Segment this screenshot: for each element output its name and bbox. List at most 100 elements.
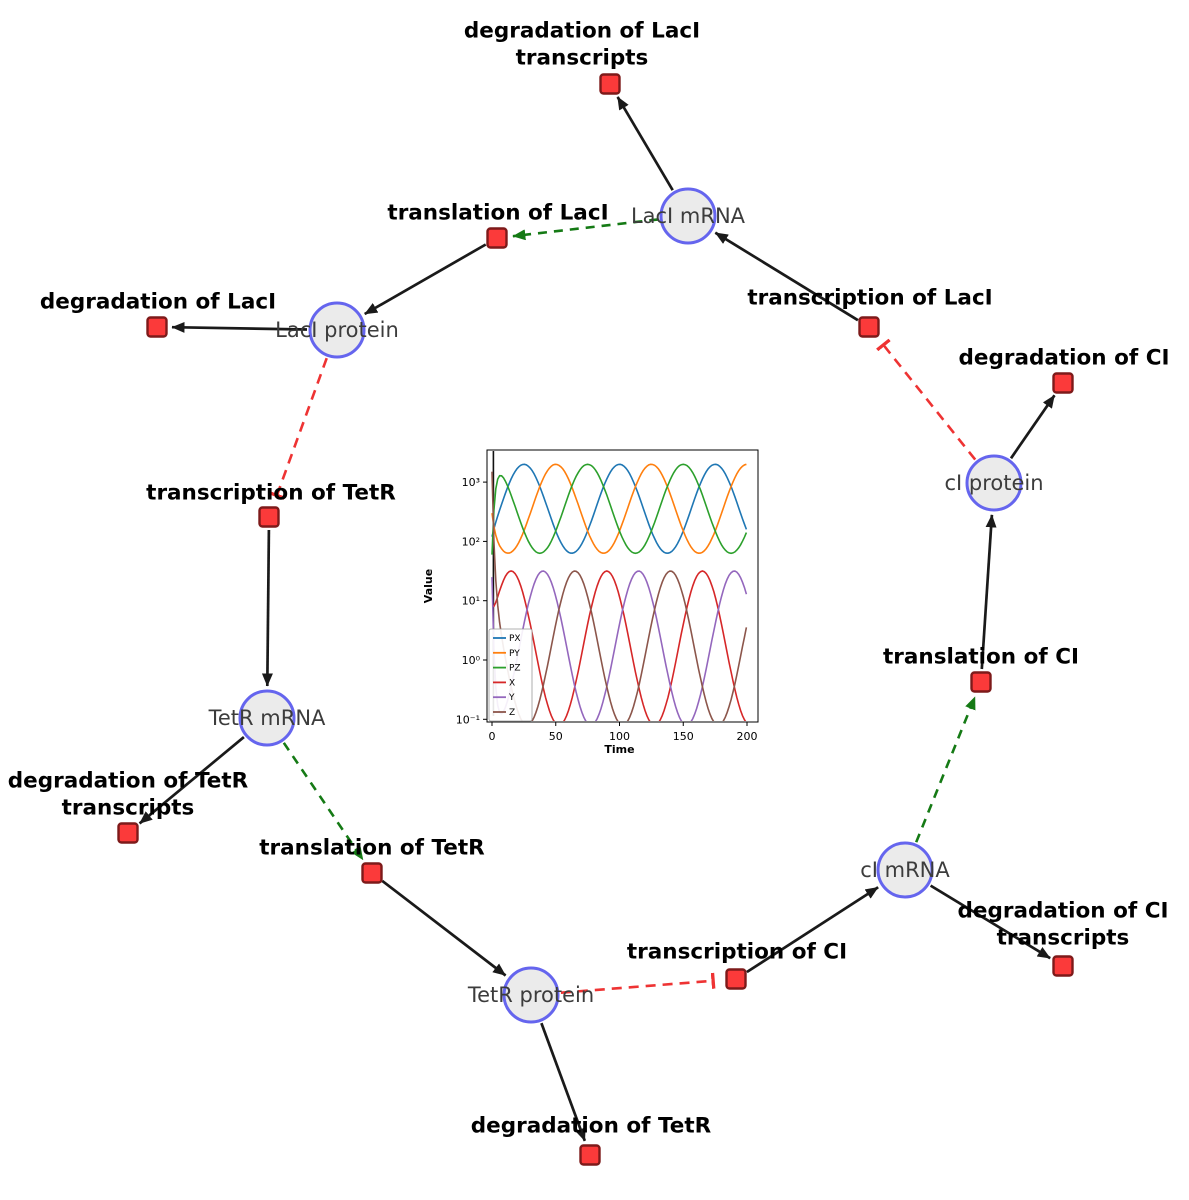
- species-circle-laci-mrna: [659, 187, 717, 245]
- reaction-label-line: degradation of LacI: [40, 290, 276, 315]
- reaction-label-line: degradation of CI: [959, 346, 1170, 371]
- edge-ci-protein-to-transcription-laci: [876, 338, 977, 461]
- species-node-tetr-mrna: TetR mRNA: [208, 689, 326, 747]
- y-axis-tick-label: 10⁰: [462, 654, 481, 667]
- edge-tetr-mrna-to-translation-tetr: [282, 742, 365, 861]
- series-line-PX: [491, 463, 748, 555]
- edges-layer: [138, 96, 1056, 1142]
- edge-transcription-tetr-to-tetr-mrna: [261, 529, 273, 687]
- legend-entry-PZ: PZ: [493, 664, 521, 674]
- y-axis-tick-label: 10⁻¹: [456, 713, 480, 726]
- edge-tetr-protein-to-transcription-ci: [560, 972, 716, 994]
- x-axis-title: Time: [604, 743, 634, 756]
- x-axis-tick-label: 50: [549, 730, 563, 743]
- legend-entry-PX: PX: [493, 634, 521, 644]
- reaction-label-line: translation of TetR: [259, 836, 485, 861]
- edge-translation-ci-to-ci-protein: [980, 514, 997, 670]
- reaction-label-line: degradation of LacI: [464, 19, 700, 44]
- series-line-X: [491, 570, 747, 721]
- reaction-node-translation-tetr: translation of TetR: [259, 836, 485, 884]
- species-label-ci-mrna: cI mRNA: [860, 858, 950, 882]
- edge-ci-mrna-to-translation-ci: [914, 696, 977, 843]
- legend-label-PY: PY: [509, 649, 520, 659]
- x-axis-tick-label: 200: [737, 730, 758, 743]
- reaction-node-translation-ci: translation of CI: [883, 645, 1079, 693]
- species-circle-tetr-protein: [502, 966, 560, 1024]
- edge-transcription-laci-to-laci-mrna: [714, 231, 859, 322]
- species-node-ci-mrna: cI mRNA: [860, 841, 950, 899]
- reaction-square-deg-ci-transcripts: [1052, 955, 1074, 977]
- reaction-square-deg-ci: [1052, 372, 1074, 394]
- reaction-label-translation-laci: translation of LacI: [387, 201, 608, 226]
- series-line-Z: [491, 471, 748, 721]
- edge-laci-protein-to-transcription-tetr: [268, 357, 328, 500]
- reaction-label-line: degradation of CI: [958, 899, 1169, 924]
- species-circle-laci-protein: [308, 301, 366, 359]
- species-node-tetr-protein: TetR protein: [467, 966, 594, 1024]
- reaction-square-translation-tetr: [361, 862, 383, 884]
- reaction-square-transcription-laci: [858, 316, 880, 338]
- species-circle-ci-mrna: [876, 841, 934, 899]
- reaction-label-line: transcription of TetR: [146, 481, 396, 506]
- reaction-node-deg-laci: degradation of LacI: [40, 290, 276, 338]
- reaction-square-deg-tetr: [579, 1144, 601, 1166]
- legend-label-Z: Z: [509, 708, 515, 718]
- reaction-label-line: translation of CI: [883, 645, 1079, 670]
- y-axis-tick-label: 10¹: [462, 595, 480, 608]
- reaction-square-transcription-tetr: [258, 506, 280, 528]
- edge-laci-mrna-to-deg-laci-transcripts: [616, 96, 674, 191]
- edge-translation-tetr-to-tetr-protein: [381, 879, 507, 977]
- species-node-laci-protein: LacI protein: [275, 301, 399, 359]
- reaction-label-deg-ci: degradation of CI: [959, 346, 1170, 371]
- reaction-node-transcription-tetr: transcription of TetR: [146, 481, 396, 528]
- legend-label-Y: Y: [508, 693, 515, 703]
- x-axis-tick-label: 0: [489, 730, 496, 743]
- legend-entry-X: X: [493, 678, 515, 688]
- species-label-laci-mrna: LacI mRNA: [631, 204, 746, 228]
- reaction-node-transcription-ci: transcription of CI: [627, 940, 847, 990]
- reaction-label-translation-ci: translation of CI: [883, 645, 1079, 670]
- reaction-label-translation-tetr: translation of TetR: [259, 836, 485, 861]
- legend-label-X: X: [509, 678, 515, 688]
- legend-label-PX: PX: [509, 634, 521, 644]
- edge-transcription-ci-to-ci-mrna: [746, 886, 879, 974]
- species-node-laci-mrna: LacI mRNA: [631, 187, 746, 245]
- series-line-Y: [491, 570, 748, 721]
- edge-ci-protein-to-deg-ci: [1009, 394, 1056, 460]
- reaction-node-deg-ci: degradation of CI: [959, 346, 1170, 394]
- reaction-label-line: translation of LacI: [387, 201, 608, 226]
- reaction-label-line: transcription of CI: [627, 940, 847, 965]
- reaction-label-deg-laci: degradation of LacI: [40, 290, 276, 315]
- reaction-label-line: degradation of TetR: [471, 1114, 712, 1139]
- y-axis-tick-label: 10³: [462, 476, 480, 489]
- edge-translation-laci-to-laci-protein: [364, 243, 487, 316]
- reaction-label-line: transcripts: [997, 926, 1130, 951]
- reaction-square-translation-laci: [486, 227, 508, 249]
- reaction-label-transcription-ci: transcription of CI: [627, 940, 847, 965]
- reaction-label-transcription-laci: transcription of LacI: [747, 286, 992, 311]
- reaction-square-deg-laci-transcripts: [599, 73, 621, 95]
- reaction-node-translation-laci: translation of LacI: [387, 201, 609, 249]
- reaction-square-transcription-ci: [725, 968, 747, 990]
- x-axis-tick-label: 100: [609, 730, 630, 743]
- legend-entry-PY: PY: [493, 649, 520, 659]
- reaction-label-line: degradation of TetR: [8, 769, 249, 794]
- reaction-square-deg-tetr-transcripts: [117, 822, 139, 844]
- x-axis-tick-label: 150: [673, 730, 694, 743]
- chart-legend: PX PY PZ XYZ: [488, 628, 533, 722]
- legend-entry-Z: Z: [493, 708, 515, 718]
- species-label-tetr-protein: TetR protein: [467, 983, 594, 1007]
- reaction-node-transcription-laci: transcription of LacI: [747, 286, 993, 338]
- species-label-ci-protein: cI protein: [944, 471, 1043, 495]
- series-line-PZ: [491, 463, 748, 555]
